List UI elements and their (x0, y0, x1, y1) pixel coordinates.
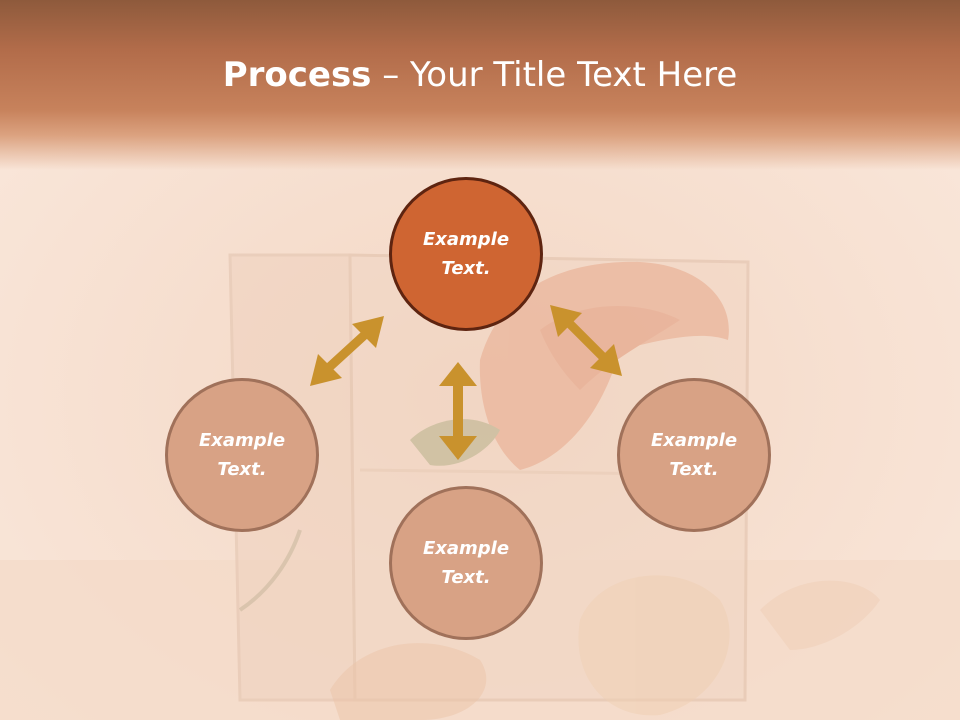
double-arrow-top-right (550, 305, 622, 376)
double-arrow-top-left (310, 316, 384, 386)
title-light: – Your Title Text Here (371, 55, 738, 95)
title-band (0, 0, 960, 170)
double-arrow-top-bottom (439, 362, 477, 460)
node-top: Example Text. (389, 177, 543, 331)
node-left: Example Text. (165, 378, 319, 532)
node-bottom-label: Example Text. (422, 538, 510, 588)
node-top-label: Example Text. (422, 229, 510, 279)
petals-shape (330, 575, 880, 720)
slide-title: Process – Your Title Text Here (0, 52, 960, 98)
node-left-label: Example Text. (198, 430, 286, 480)
node-right: Example Text. (617, 378, 771, 532)
title-bold: Process (222, 55, 372, 95)
node-right-label: Example Text. (650, 430, 738, 480)
node-bottom: Example Text. (389, 486, 543, 640)
